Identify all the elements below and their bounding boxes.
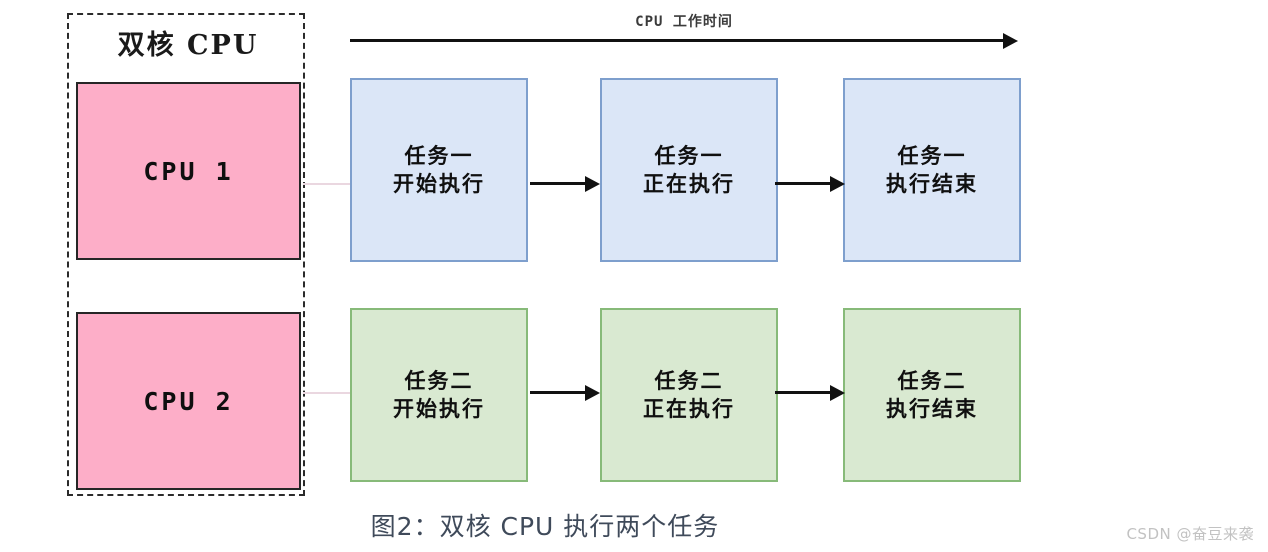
task-two-stage-running-line1: 任务二 bbox=[654, 368, 724, 394]
task-two-stage-running: 任务二 正在执行 bbox=[600, 308, 778, 482]
task-one-stage-start: 任务一 开始执行 bbox=[350, 78, 528, 262]
task-one-stage-running: 任务一 正在执行 bbox=[600, 78, 778, 262]
connector-cpu1-to-task1 bbox=[303, 183, 352, 185]
cpu-core-2-box: CPU 2 bbox=[76, 312, 301, 490]
task-one-stage-start-line1: 任务一 bbox=[404, 143, 474, 169]
task-two-stage-start: 任务二 开始执行 bbox=[350, 308, 528, 482]
task-one-stage-start-line2: 开始执行 bbox=[393, 171, 485, 196]
task-one-stage-running-line1: 任务一 bbox=[654, 143, 724, 169]
task-two-stage-running-line2: 正在执行 bbox=[643, 396, 735, 421]
cpu-core-1-box: CPU 1 bbox=[76, 82, 301, 260]
cpu-timeline-label: CPU 工作时间 bbox=[635, 14, 733, 30]
task-one-stage-end-line2: 执行结束 bbox=[886, 171, 978, 196]
dual-core-cpu-group: 双核 CPU CPU 1 CPU 2 bbox=[67, 13, 305, 496]
task-one-arrow-right-icon-1 bbox=[530, 176, 600, 192]
task-two-arrow-right-icon-1 bbox=[530, 385, 600, 401]
task-two-stage-start-line1: 任务二 bbox=[404, 368, 474, 394]
cpu-group-title: 双核 CPU bbox=[117, 30, 259, 61]
timeline-arrow-right-icon bbox=[350, 33, 1018, 49]
task-two-stage-start-line2: 开始执行 bbox=[393, 396, 485, 421]
task-one-stage-running-line2: 正在执行 bbox=[643, 171, 735, 196]
connector-cpu2-to-task1 bbox=[303, 392, 352, 394]
task-one-arrow-right-icon-2 bbox=[775, 176, 845, 192]
watermark: CSDN @奋豆来袭 bbox=[1126, 525, 1254, 543]
task-two-stage-end-line1: 任务二 bbox=[897, 368, 967, 394]
task-two-stage-end: 任务二 执行结束 bbox=[843, 308, 1021, 482]
figure-caption: 图2：双核 CPU 执行两个任务 bbox=[370, 512, 720, 541]
task-two-stage-end-line2: 执行结束 bbox=[886, 396, 978, 421]
task-two-arrow-right-icon-2 bbox=[775, 385, 845, 401]
cpu-timeline-axis: CPU 工作时间 bbox=[350, 14, 1018, 55]
task-one-stage-end: 任务一 执行结束 bbox=[843, 78, 1021, 262]
task-one-stage-end-line1: 任务一 bbox=[897, 143, 967, 169]
